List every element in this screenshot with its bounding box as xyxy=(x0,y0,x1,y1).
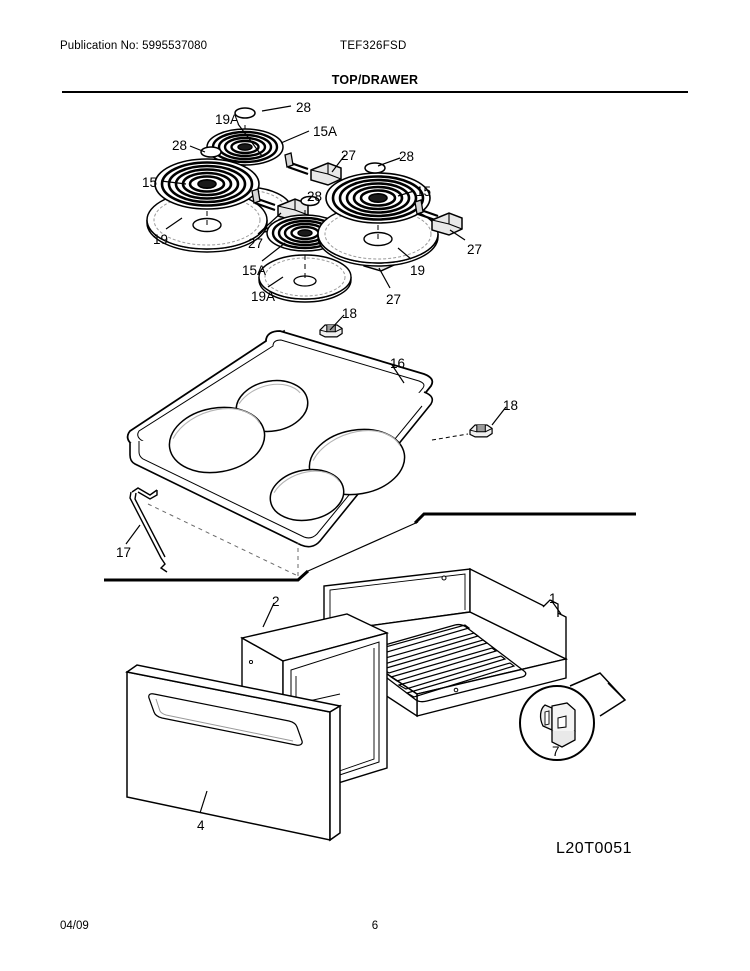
diagram-code: L20T0051 xyxy=(556,840,633,857)
burner-lower-center xyxy=(258,195,395,303)
drawer-front-panel-4 xyxy=(125,664,343,842)
publication-number: Publication No: 5995537080 xyxy=(60,40,208,52)
hinge-clip-18-right xyxy=(469,424,493,438)
trim-ring-28-top xyxy=(234,107,256,119)
header-rule xyxy=(62,91,688,93)
burner-left xyxy=(146,146,309,253)
callout-2: 2 xyxy=(272,594,280,609)
callout-15-left: 15 xyxy=(142,175,158,190)
callout-19-left: 19 xyxy=(153,232,169,247)
storage-drawer-assembly xyxy=(125,314,627,842)
callout-18-right: 18 xyxy=(503,398,519,413)
cooktop-leader-lines xyxy=(125,314,507,545)
callout-28-left: 28 xyxy=(172,138,188,153)
callout-15a-lower: 15A xyxy=(242,263,267,278)
callout-18-top: 18 xyxy=(342,306,358,321)
callout-15a-upper: 15A xyxy=(313,124,338,139)
callout-27-left: 27 xyxy=(248,236,264,251)
callout-27-lower: 27 xyxy=(386,292,402,307)
callout-15-right: 15 xyxy=(416,184,432,199)
callout-1: 1 xyxy=(549,591,557,606)
burner-leader-lines xyxy=(160,105,466,289)
page-number: 6 xyxy=(371,920,379,932)
callout-28-top: 28 xyxy=(296,100,312,115)
callout-19-right: 19 xyxy=(410,263,426,278)
footer-date: 04/09 xyxy=(60,920,89,932)
trim-ring-28-center xyxy=(300,195,320,207)
separator-line-right xyxy=(413,512,636,525)
callout-19a-upper: 19A xyxy=(215,112,240,127)
callout-28-right: 28 xyxy=(399,149,415,164)
callout-7: 7 xyxy=(552,744,560,759)
detail-callout-7 xyxy=(519,672,627,761)
callout-19a-lower: 19A xyxy=(251,289,276,304)
burner-openings xyxy=(168,379,406,522)
page-title: TOP/DRAWER xyxy=(331,73,419,87)
callout-4: 4 xyxy=(197,818,205,833)
trim-ring-28-left xyxy=(200,146,222,158)
callout-27-upper: 27 xyxy=(341,148,357,163)
callout-16: 16 xyxy=(390,356,406,371)
support-rod-17 xyxy=(129,487,168,573)
callout-17: 17 xyxy=(116,545,132,560)
cooktop-assembly xyxy=(104,324,636,582)
callout-28-center: 28 xyxy=(307,189,323,204)
drawer-leader-lines xyxy=(199,599,562,814)
model-number: TEF326FSD xyxy=(340,40,407,52)
clip-part-7 xyxy=(539,702,576,748)
callout-27-right: 27 xyxy=(467,242,483,257)
hinge-clip-18-rear xyxy=(319,324,343,338)
burner-opening-highlights xyxy=(172,383,401,493)
surface-elements-assembly xyxy=(146,105,466,303)
separator-line-left xyxy=(104,569,310,582)
